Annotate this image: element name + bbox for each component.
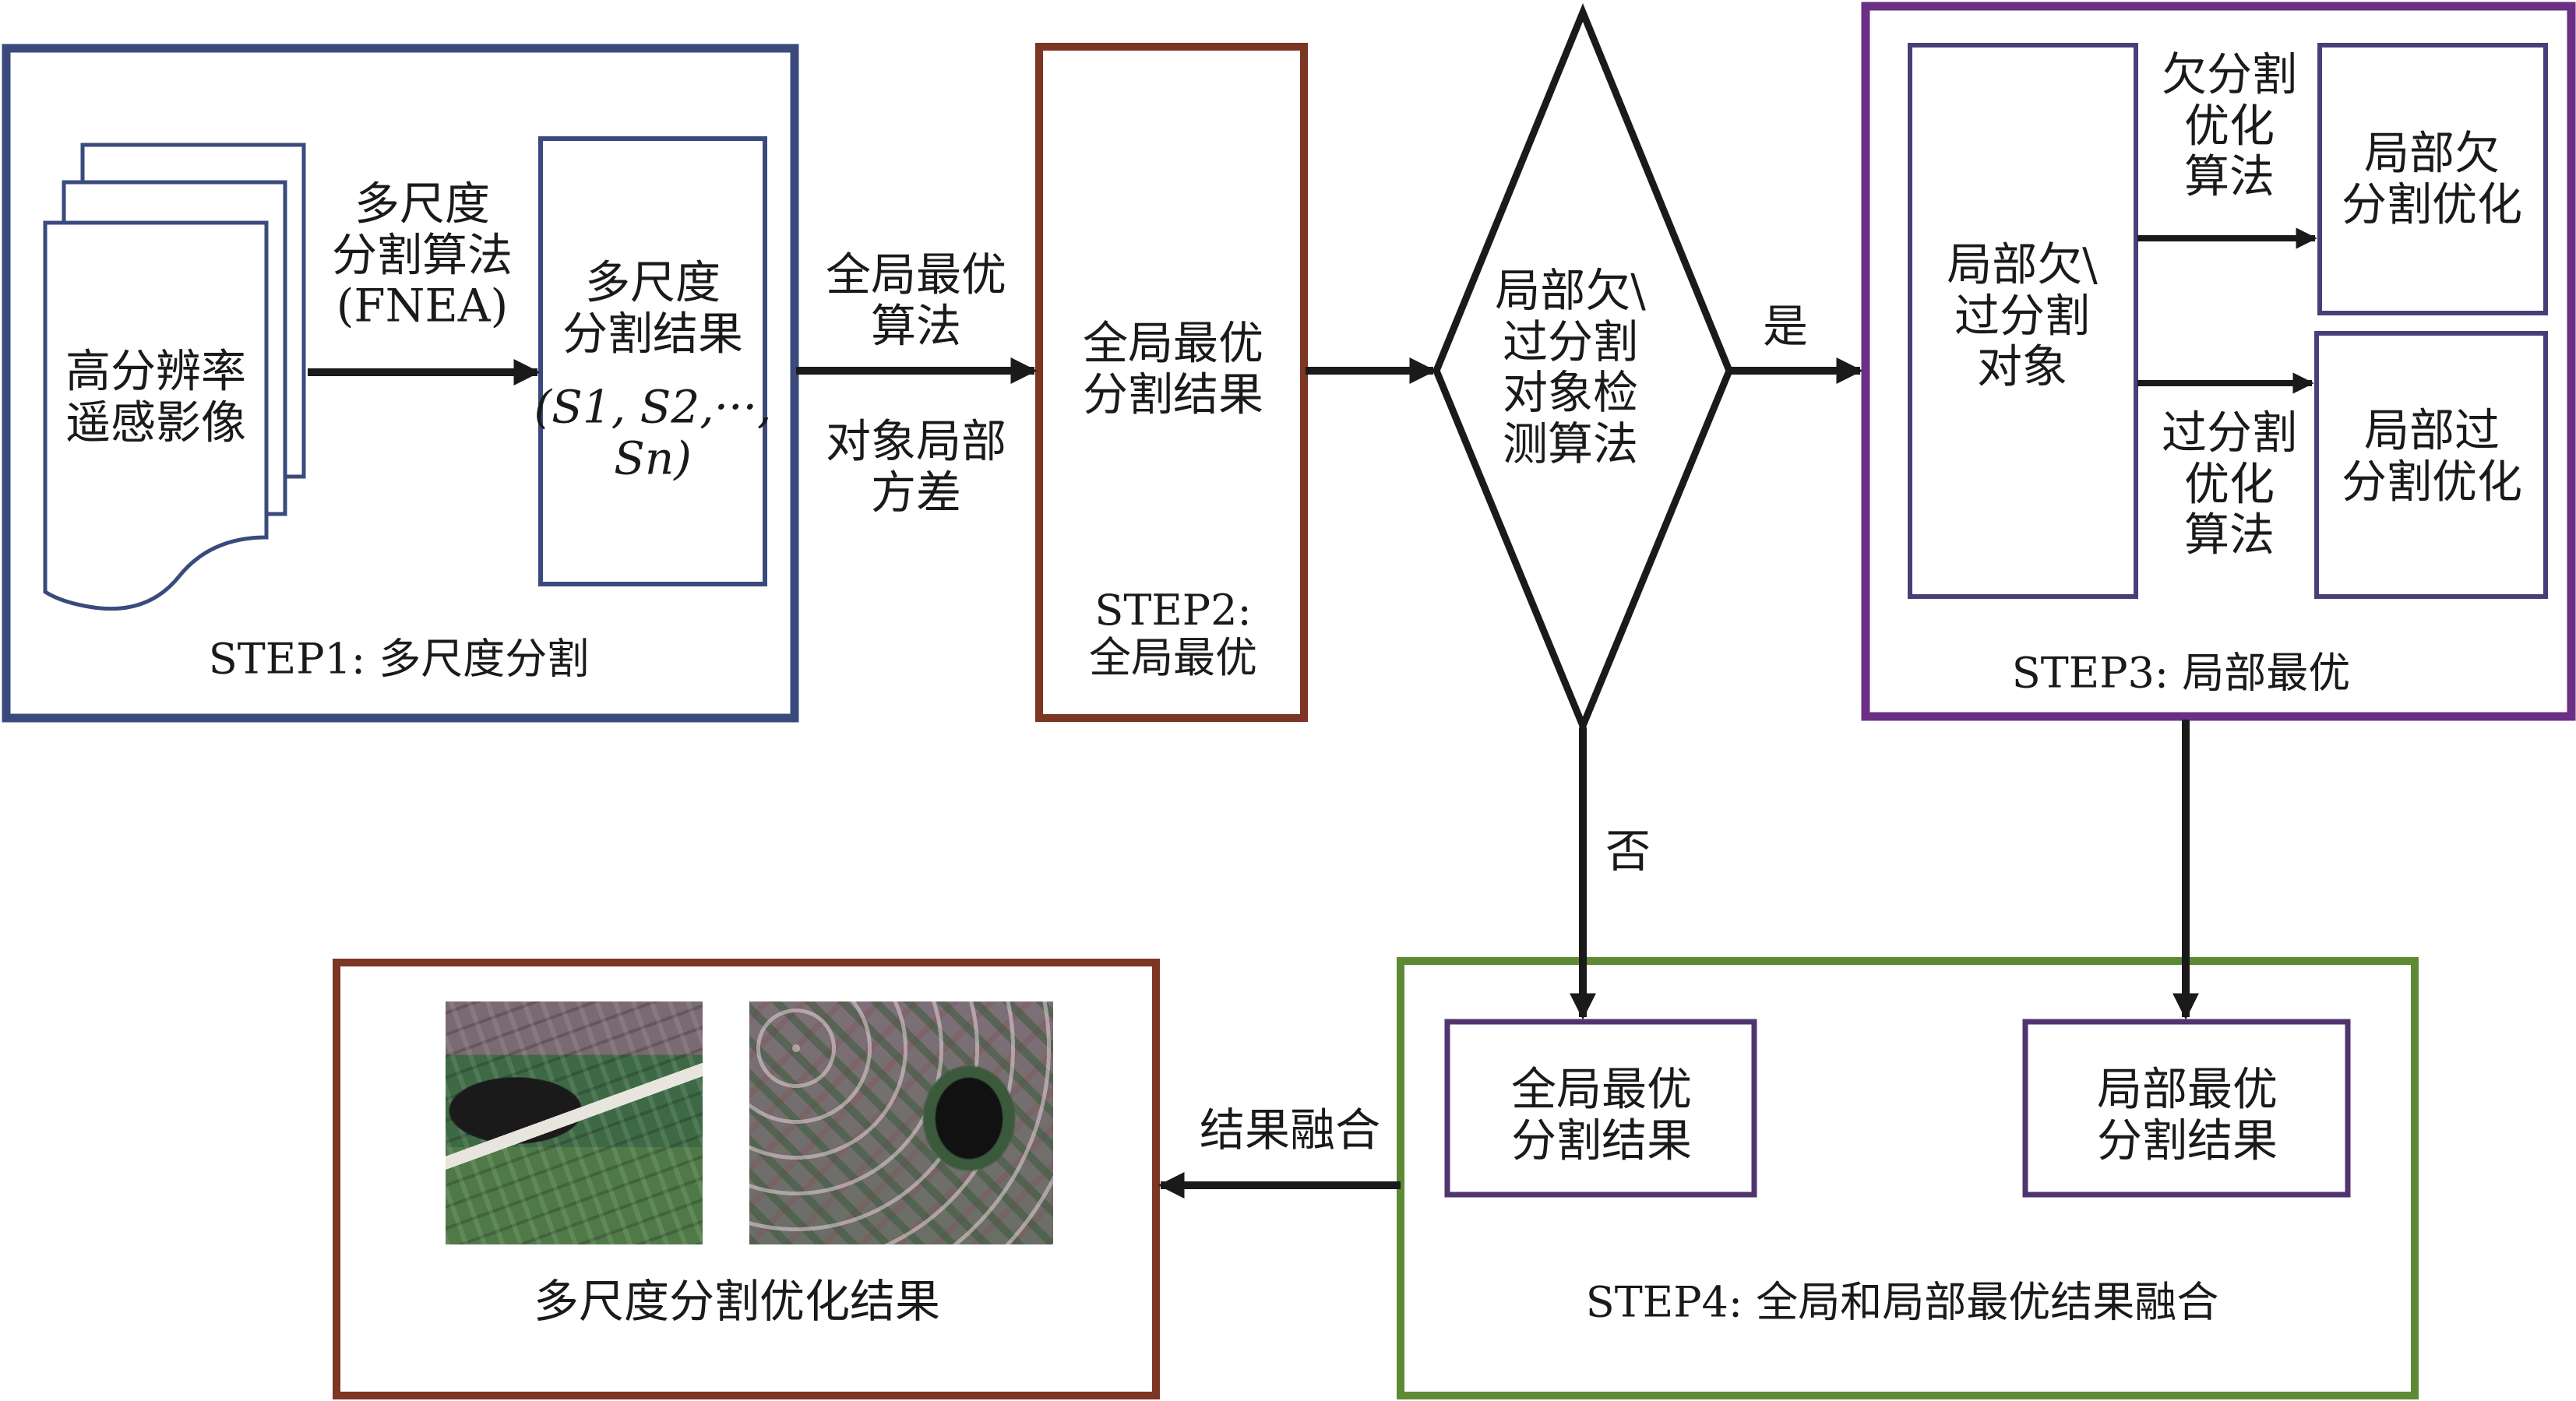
local-result-box — [2022, 1019, 2351, 1198]
over-result-label: 局部过 分割优化 — [2341, 403, 2523, 508]
step4-local-result-label: 局部最优 分割结果 — [2096, 1062, 2278, 1167]
multiscale-result-sets: (S1, S2,···, Sn) — [534, 380, 772, 484]
over-optimization-box — [2314, 331, 2548, 599]
step3-frame — [1861, 2, 2576, 721]
under-result-label: 局部欠 分割优化 — [2341, 126, 2523, 231]
decision-no-label: 否 — [1605, 825, 1651, 878]
global-result-box — [1444, 1019, 1757, 1198]
step2-label: STEP2: 全局最优 — [1089, 585, 1257, 682]
multiscale-result-title: 多尺度 分割结果 — [562, 255, 744, 360]
multiscale-result-box — [538, 136, 767, 586]
decision-diamond — [1432, 3, 1733, 735]
decision-label: 局部欠\ 过分割 对象检 测算法 — [1495, 263, 1646, 470]
fusion-arrow-label: 结果融合 — [1199, 1104, 1381, 1157]
result-frame — [333, 959, 1160, 1399]
step1-frame — [2, 44, 799, 723]
source-image-label: 高分辨率 遥感影像 — [65, 344, 247, 449]
local-objects-label: 局部欠\ 过分割 对象 — [1947, 238, 2098, 393]
local-objects-box — [1908, 43, 2138, 599]
under-optimization-box — [2317, 43, 2548, 315]
final-result-label: 多尺度分割优化结果 — [533, 1275, 941, 1329]
document-stack-icon — [43, 143, 306, 611]
step2-frame — [1035, 43, 1308, 722]
step1-label: STEP1: 多尺度分割 — [208, 634, 590, 684]
step4-label: STEP4: 全局和局部最优结果融合 — [1585, 1277, 2219, 1327]
remote-sensing-image-farmland — [446, 1001, 703, 1244]
step4-frame — [1397, 957, 2419, 1399]
remote-sensing-image-suburb — [749, 1001, 1053, 1244]
global-optimal-result-label: 全局最优 分割结果 — [1082, 316, 1264, 421]
global-optimal-method-label: 全局最优 算法 — [825, 248, 1007, 352]
step4-global-result-label: 全局最优 分割结果 — [1510, 1062, 1693, 1167]
local-variance-label: 对象局部 方差 — [825, 414, 1007, 519]
under-algo-label: 欠分割 优化 算法 — [2161, 48, 2298, 203]
decision-yes-label: 是 — [1762, 300, 1809, 354]
over-algo-label: 过分割 优化 算法 — [2161, 406, 2298, 561]
segmentation-method-label: 多尺度 分割算法 (FNEA) — [331, 177, 513, 333]
step3-label: STEP3: 局部最优 — [2011, 648, 2351, 698]
